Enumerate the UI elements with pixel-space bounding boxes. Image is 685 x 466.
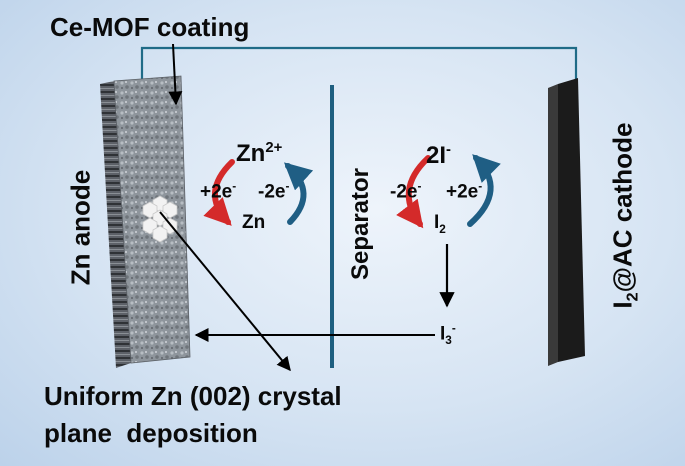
triiodide-label: I3-: [440, 322, 456, 348]
iodide-label: 2I-: [426, 142, 451, 169]
anode-gain-electrons-label: +2e-: [200, 180, 237, 203]
zn-anode-side: [100, 81, 131, 368]
deposition-pointer: [159, 211, 291, 372]
cathode-face: [558, 78, 585, 362]
deposition-caption-line1: Uniform Zn (002) crystal: [44, 381, 342, 411]
zn2-ion-label: Zn2+: [236, 140, 283, 167]
separator-label: Separator: [347, 167, 374, 281]
zn-metal-label: Zn: [242, 212, 266, 233]
cathode-lose-electrons-label: -2e-: [390, 180, 422, 203]
deposition-caption-line2: plane deposition: [44, 418, 258, 448]
zn-anode-label: Zn anode: [65, 169, 96, 286]
cathode-side: [548, 84, 558, 366]
cathode-oxidation-arrow: [396, 155, 431, 229]
anode-oxidation-arrow: [283, 162, 314, 225]
cathode-label: I2@AC cathode: [607, 122, 642, 309]
circuit-wire: [140, 46, 578, 82]
iodine-label: I2: [434, 212, 446, 236]
anode-reduction-arrow: [203, 159, 235, 226]
separator-membrane: [330, 85, 334, 368]
cathode-reduction-arrow: [467, 154, 501, 227]
anode-lose-electrons-label: -2e-: [258, 180, 290, 203]
coating-pointer: [168, 43, 183, 106]
ce-mof-coating-label: Ce-MOF coating: [50, 12, 250, 42]
zn-hexagon-deposits: [142, 195, 178, 243]
cathode-gain-electrons-label: +2e-: [446, 180, 483, 203]
